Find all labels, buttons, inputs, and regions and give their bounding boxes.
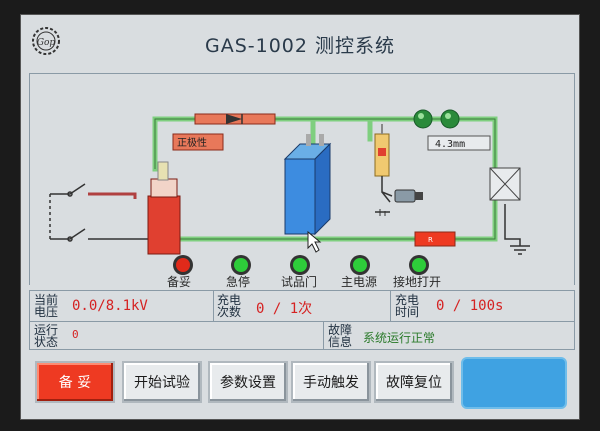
voltage-label: 当前电压 — [34, 293, 59, 319]
charge-time-label: 充电时间 — [395, 293, 420, 319]
page-title: GAS-1002 测控系统 — [204, 35, 396, 57]
standby-button[interactable]: 备 妥 — [35, 361, 115, 403]
lamp-label-main-power: 主电源 — [341, 275, 378, 289]
logo-text: Gop — [37, 38, 56, 48]
run-status-value: 0 — [72, 328, 79, 341]
header: Gop GAS-1002 测控系统 — [21, 15, 579, 75]
lamp-emergency-stop-icon — [234, 258, 248, 272]
fuse-icon — [374, 124, 393, 197]
cursor-icon — [307, 230, 322, 253]
rectifier-diode-icon — [194, 113, 276, 125]
gap-distance-label: 4.3mm — [435, 139, 465, 150]
status-lamps — [173, 255, 429, 275]
test-object-block-icon — [283, 134, 332, 236]
lamp-standby-icon — [176, 258, 190, 272]
sphere-gap-icon — [413, 109, 460, 129]
fault-reset-button[interactable]: 故障复位 — [374, 361, 454, 403]
run-status-label: 运行状态 — [34, 323, 59, 349]
lamp-main-power-icon — [353, 258, 367, 272]
company-logo-icon: Gop — [32, 27, 60, 55]
lamp-label-emergency-stop: 急停 — [226, 275, 251, 289]
lamp-label-ground-open: 接地打开 — [393, 275, 442, 289]
start-test-button[interactable]: 开始试验 — [122, 361, 202, 403]
hmi-screen: Gop GAS-1002 测控系统 — [20, 14, 580, 420]
fault-info-value: 系统运行正常 — [363, 331, 436, 345]
ground-icon — [504, 204, 530, 255]
charge-count-value: 0 / 1次 — [256, 301, 313, 317]
status-info-panel: 当前电压 0.0/8.1kV 充电次数 0 / 1次 充电时间 0 / 100s… — [29, 290, 575, 350]
parameter-settings-button[interactable]: 参数设置 — [208, 361, 288, 403]
energy-storage-capacitor-icon — [147, 161, 181, 255]
load-box-icon — [489, 167, 521, 201]
lamp-ground-open-icon — [412, 258, 426, 272]
manual-trigger-button[interactable]: 手动触发 — [291, 361, 371, 403]
lamp-label-standby: 备妥 — [167, 275, 192, 289]
trigger-switch-icon — [375, 189, 423, 216]
polarity-label: 正极性 — [177, 136, 207, 149]
brand-panel — [461, 357, 567, 409]
svg-text:R: R — [428, 236, 433, 244]
lamp-label-test-door: 试品门 — [281, 275, 318, 289]
discharge-resistor-icon: R — [414, 231, 456, 247]
circuit-diagram: 正极性 — [29, 73, 575, 285]
voltage-value: 0.0/8.1kV — [72, 298, 148, 314]
lamp-test-door-icon — [293, 258, 307, 272]
charge-time-value: 0 / 100s — [436, 298, 504, 314]
fault-info-label: 故障信息 — [328, 323, 353, 349]
charge-count-label: 充电次数 — [217, 293, 242, 319]
input-switch-icon — [49, 183, 150, 242]
